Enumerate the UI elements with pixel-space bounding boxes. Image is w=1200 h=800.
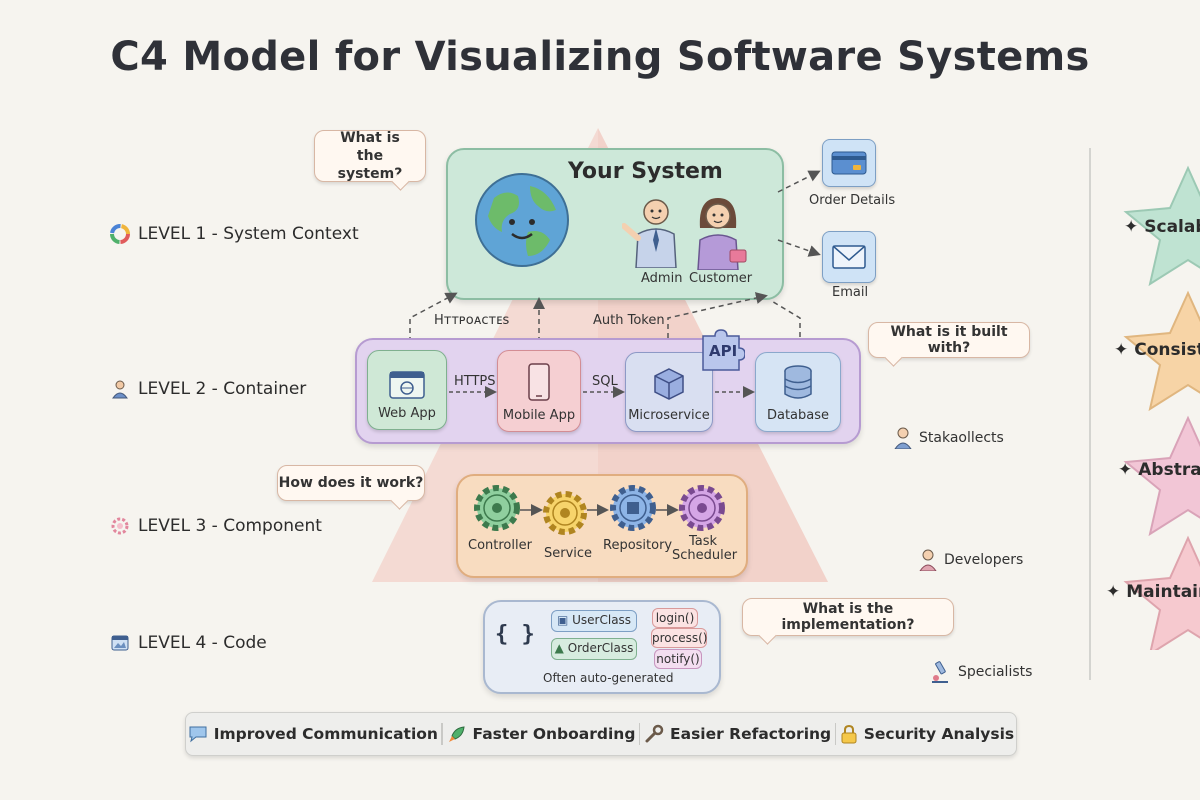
wrench-icon	[645, 724, 664, 743]
code-note: Often auto-generated	[543, 671, 674, 685]
service-gear-icon	[543, 491, 587, 535]
pointer-icon: ✦	[1124, 217, 1139, 237]
globe-icon	[475, 173, 569, 267]
browser-icon	[389, 371, 425, 399]
page-title: C4 Model for Visualizing Software System…	[110, 34, 1090, 80]
star-label-abstraction: ✦Abstra	[1118, 460, 1200, 480]
repository-gear-icon	[610, 485, 656, 531]
admin-icon	[622, 199, 677, 268]
code-method-login: login()	[652, 608, 698, 628]
customer-label: Customer	[689, 271, 753, 286]
level-4-label: LEVEL 4 - Code	[110, 633, 267, 653]
question-bubble-level3: How does it work?	[277, 465, 425, 501]
developer-icon	[919, 549, 937, 571]
speech-bubble-icon	[189, 726, 207, 743]
api-label: API	[709, 342, 738, 360]
person-icon	[112, 380, 128, 399]
container-mobile-app: Mobile App	[497, 350, 581, 432]
role-specialists: Specialists	[928, 660, 1032, 684]
level-1-label: LEVEL 1 - System Context	[110, 224, 359, 244]
puzzle-icon	[702, 329, 746, 371]
order-details-label: Order Details	[809, 193, 896, 208]
container-web-app: Web App	[367, 350, 447, 430]
container-microservice: Microservice	[625, 352, 713, 432]
rocket-icon	[448, 726, 465, 742]
code-class-order: ▲ OrderClass	[551, 638, 637, 660]
benefit-refactoring: Easier Refactoring	[644, 724, 831, 744]
phone-icon	[528, 363, 550, 401]
database-icon	[784, 365, 812, 399]
api-badge: API	[697, 328, 746, 372]
container-database: Database	[755, 352, 841, 432]
component-scheduler-label: Task Scheduler	[672, 534, 738, 563]
class-icon: ▲	[554, 641, 564, 655]
star-scalability	[1123, 165, 1200, 287]
code-class-user: ▣ UserClass	[551, 610, 637, 632]
controller-gear-icon	[474, 485, 520, 531]
cube-icon	[654, 368, 684, 400]
component-repository-label: Repository	[603, 538, 673, 553]
color-wheel-icon	[110, 224, 130, 244]
benefit-divider	[638, 723, 641, 745]
quality-stars	[1123, 165, 1200, 650]
edge-label-sql: SQL	[592, 374, 618, 389]
benefits-bar: Improved Communication Faster Onboarding…	[185, 712, 1017, 756]
role-developers: Developers	[918, 549, 1023, 571]
scheduler-gear-icon	[679, 485, 725, 531]
pointer-icon: ✦	[1114, 340, 1129, 360]
benefit-communication: Improved Communication	[188, 725, 438, 743]
lock-icon	[841, 724, 857, 744]
star-label-consistency: ✦Consist	[1114, 340, 1200, 360]
benefit-onboarding: Faster Onboarding	[447, 724, 635, 744]
code-method-process: process()	[651, 628, 707, 648]
order-details-box	[822, 139, 876, 187]
question-bubble-level4: What is the implementation?	[742, 598, 954, 636]
credit-card-icon	[831, 151, 867, 175]
question-bubble-level1: What is the system?	[314, 130, 426, 182]
gear-icon	[111, 517, 129, 535]
pointer-icon: ✦	[1118, 460, 1133, 480]
edge-label-auth-token: Auth Token	[593, 313, 665, 328]
class-icon: ▣	[556, 613, 569, 627]
level-2-label: LEVEL 2 - Container	[110, 379, 306, 399]
component-controller-label: Controller	[468, 538, 532, 553]
benefit-divider	[834, 723, 837, 745]
edge-label-https: HTTPS	[454, 374, 496, 389]
code-method-notify: notify()	[654, 649, 702, 669]
component-service-label: Service	[544, 546, 593, 561]
microscope-icon	[932, 661, 948, 683]
pointer-icon: ✦	[1106, 582, 1121, 602]
benefit-divider	[441, 723, 443, 745]
email-box	[822, 231, 876, 283]
benefit-security: Security Analysis	[840, 724, 1014, 744]
question-bubble-level2: What is it built with?	[868, 322, 1030, 358]
edge-label-left: Hᴛᴛᴩᴏᴀcᴛᴇs	[434, 313, 510, 328]
system-title: Your System	[568, 159, 723, 184]
level-3-label: LEVEL 3 - Component	[110, 516, 322, 536]
window-icon	[111, 635, 129, 651]
star-label-scalability: ✦Scalab	[1124, 217, 1200, 237]
email-label: Email	[832, 285, 869, 300]
star-label-maintainability: ✦Maintain	[1106, 582, 1200, 602]
role-stakeholders: Stakaollects	[893, 427, 1004, 449]
customer-icon	[697, 198, 747, 270]
braces-icon: { }	[495, 622, 535, 647]
stakeholder-icon	[894, 427, 912, 449]
admin-label: Admin	[641, 271, 683, 286]
envelope-icon	[832, 245, 866, 269]
